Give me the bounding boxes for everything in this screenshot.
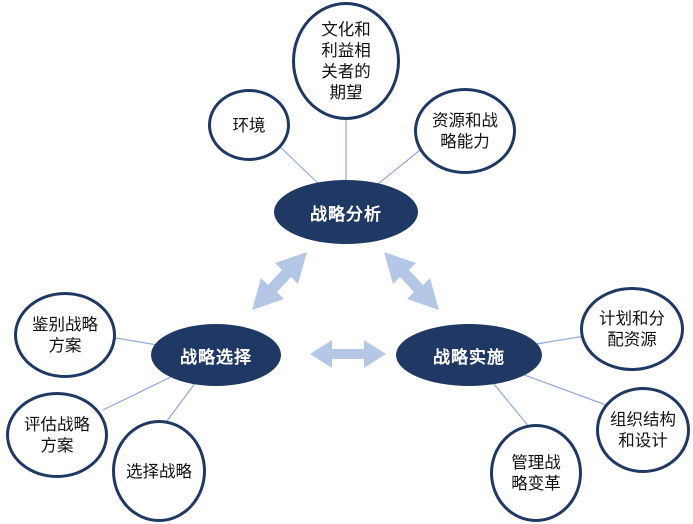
circle-culture-stakeholders: 文化和 利益相 关者的 期望 <box>292 2 400 120</box>
hub-strategy-analysis: 战略分析 <box>274 180 418 244</box>
circle-select-strategy: 选择战略 <box>112 420 206 522</box>
circle-identify-line: 鉴别战略 <box>32 315 98 334</box>
circle-identify-options: 鉴别战略 方案 <box>14 292 116 378</box>
circle-select-line: 选择战略 <box>126 461 192 481</box>
circle-change-line: 略变革 <box>511 474 561 493</box>
double-arrow-analysis-implementation <box>384 252 439 310</box>
hub-strategy-analysis-label: 战略分析 <box>310 204 382 225</box>
circle-organize-line: 和设计 <box>618 431 668 450</box>
circle-culture-line: 文化和 <box>321 20 371 39</box>
circle-identify-line: 方案 <box>48 336 82 355</box>
circle-resources-capabilities: 资源和战 略能力 <box>414 88 516 174</box>
circle-evaluate-line: 评估战略 <box>24 415 90 434</box>
hub-strategy-implementation: 战略实施 <box>396 324 542 386</box>
hub-strategy-choice: 战略选择 <box>151 324 281 386</box>
circle-plan-resources: 计划和分 配资源 <box>580 287 684 371</box>
double-arrow-analysis-choice <box>252 252 307 310</box>
circle-resources-line: 资源和战 <box>432 111 498 130</box>
circle-organize-line: 组织结构 <box>610 410 676 429</box>
circle-evaluate-options: 评估战略 方案 <box>6 392 108 478</box>
double-arrow-choice-implementation <box>310 340 386 368</box>
circle-resources-line: 略能力 <box>440 132 490 151</box>
hub-strategy-implementation-label: 战略实施 <box>433 347 505 368</box>
circle-environment: 环境 <box>208 89 290 161</box>
circle-plan-line: 计划和分 <box>599 309 665 328</box>
circle-environment-line: 环境 <box>232 115 266 135</box>
circle-culture-line: 利益相 <box>321 41 371 60</box>
hub-strategy-choice-label: 战略选择 <box>180 347 252 368</box>
circle-evaluate-line: 方案 <box>40 436 74 455</box>
circle-organization-design: 组织结构 和设计 <box>596 387 690 473</box>
circle-culture-line: 期望 <box>329 83 363 102</box>
circle-plan-line: 配资源 <box>607 330 657 349</box>
circle-culture-line: 关者的 <box>321 62 371 81</box>
circle-manage-change: 管理战 略变革 <box>490 424 582 522</box>
circle-change-line: 管理战 <box>511 453 561 472</box>
